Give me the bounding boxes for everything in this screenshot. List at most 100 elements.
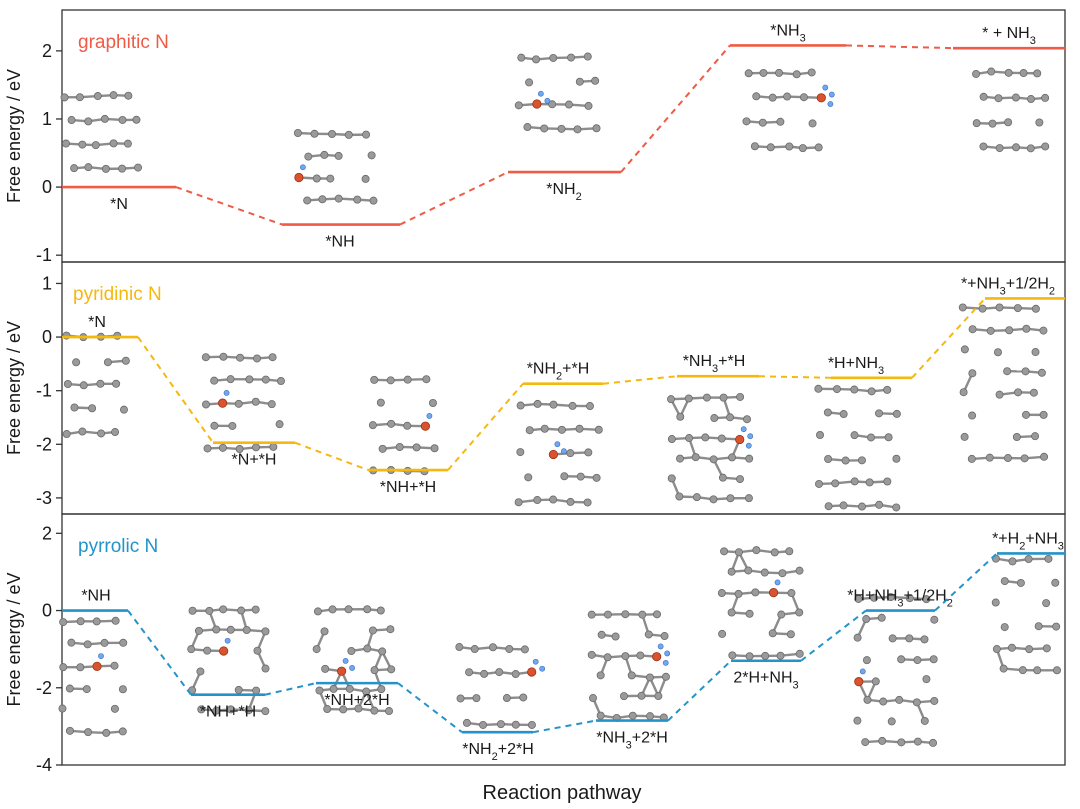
carbon-atom — [470, 645, 479, 654]
carbon-atom — [603, 653, 612, 662]
carbon-atom — [430, 444, 439, 453]
carbon-atom — [370, 666, 379, 675]
carbon-atom — [1016, 578, 1025, 587]
carbon-atom — [587, 650, 596, 659]
carbon-atom — [219, 352, 228, 361]
carbon-atom — [65, 726, 74, 735]
carbon-atom — [728, 651, 737, 660]
carbon-atom — [378, 647, 387, 656]
carbon-atom — [566, 497, 575, 506]
carbon-atom — [886, 593, 895, 602]
carbon-atom — [573, 125, 582, 134]
carbon-atom — [110, 661, 119, 670]
carbon-atom — [196, 667, 205, 676]
carbon-atom — [816, 431, 825, 440]
carbon-atom — [386, 625, 395, 634]
carbon-atom — [709, 495, 718, 504]
carbon-atom — [744, 494, 753, 503]
carbon-atom — [913, 737, 922, 746]
level-label: 2*H+NH3 — [733, 670, 798, 692]
transition-connector — [137, 336, 214, 444]
nitrogen-atom — [219, 646, 229, 656]
molecule-structure — [667, 392, 754, 504]
carbon-atom — [344, 605, 353, 614]
carbon-atom — [103, 358, 112, 367]
hydrogen-atom — [747, 433, 754, 440]
y-tick-label: 1 — [42, 273, 52, 293]
carbon-atom — [710, 414, 719, 423]
carbon-atom — [1025, 645, 1034, 654]
carbon-atom — [252, 686, 261, 695]
molecule-structure — [853, 593, 939, 747]
carbon-atom — [778, 569, 787, 578]
carbon-atom — [118, 115, 127, 124]
carbon-atom — [591, 76, 600, 85]
carbon-atom — [59, 618, 68, 627]
molecule-structure — [814, 384, 901, 512]
carbon-atom — [1042, 644, 1051, 653]
carbon-atom — [109, 139, 118, 148]
carbon-atom — [768, 93, 777, 102]
carbon-atom — [675, 492, 684, 501]
y-axis-label: Free energy / eV — [4, 572, 24, 706]
y-tick-label: -4 — [36, 755, 52, 775]
carbon-atom — [488, 643, 497, 652]
carbon-atom — [1021, 367, 1030, 376]
level-label: *+H2+NH3 — [992, 530, 1064, 552]
carbon-atom — [824, 502, 833, 511]
level-label: *NH+*H — [380, 479, 436, 496]
carbon-atom — [751, 588, 760, 597]
carbon-atom — [267, 400, 276, 409]
carbon-atom — [968, 369, 977, 378]
carbon-atom — [100, 114, 109, 123]
carbon-atom — [645, 673, 654, 682]
carbon-atom — [692, 493, 701, 502]
carbon-atom — [387, 419, 396, 428]
molecule-structure — [187, 605, 270, 716]
carbon-atom — [758, 118, 767, 127]
carbon-atom — [920, 635, 929, 644]
carbon-atom — [584, 101, 593, 110]
carbon-atom — [742, 117, 751, 126]
carbon-atom — [861, 738, 870, 747]
carbon-atom — [1034, 622, 1043, 631]
transition-connector — [602, 375, 678, 385]
carbon-atom — [362, 687, 371, 696]
carbon-atom — [205, 606, 214, 615]
carbon-atom — [644, 630, 653, 639]
carbon-atom — [745, 609, 754, 618]
carbon-atom — [78, 427, 87, 436]
carbon-atom — [347, 646, 356, 655]
carbon-atom — [93, 92, 102, 101]
nitrogen-atom — [735, 434, 745, 445]
carbon-atom — [1020, 454, 1029, 463]
carbon-atom — [334, 194, 343, 203]
carbon-atom — [853, 633, 862, 642]
carbon-atom — [583, 52, 592, 61]
carbon-atom — [930, 615, 939, 624]
carbon-atom — [1033, 666, 1042, 675]
carbon-atom — [995, 390, 1004, 399]
carbon-atom — [875, 500, 884, 509]
carbon-atom — [540, 124, 549, 133]
nitrogen-atom — [532, 99, 542, 109]
carbon-atom — [575, 77, 584, 86]
carbon-atom — [112, 379, 121, 388]
carbon-atom — [385, 707, 394, 716]
carbon-atom — [667, 474, 676, 483]
carbon-atom — [766, 143, 775, 152]
carbon-atom — [759, 68, 768, 77]
carbon-atom — [967, 454, 976, 463]
carbon-atom — [88, 404, 97, 413]
carbon-atom — [841, 456, 850, 465]
carbon-atom — [883, 385, 892, 394]
carbon-atom — [870, 593, 879, 602]
hydrogen-atom — [544, 97, 551, 104]
carbon-atom — [589, 694, 598, 703]
carbon-atom — [627, 671, 636, 680]
carbon-atom — [661, 672, 670, 681]
nitrogen-atom — [768, 588, 779, 598]
carbon-atom — [831, 479, 840, 488]
